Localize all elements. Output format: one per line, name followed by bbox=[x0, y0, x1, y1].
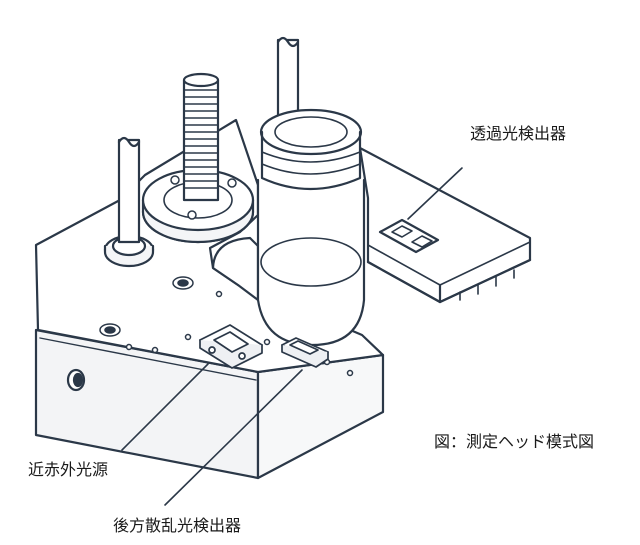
surface-holes bbox=[99, 276, 354, 377]
label-backscatter-detector: 後方散乱光検出器 bbox=[113, 516, 242, 535]
threaded-post bbox=[141, 72, 255, 244]
nir-source-housing bbox=[199, 324, 263, 369]
leader-backscatter bbox=[164, 369, 303, 506]
figure-caption: 図：測定ヘッド模式図 bbox=[434, 432, 595, 451]
label-nir-source: 近赤外光源 bbox=[28, 460, 109, 479]
left-rod bbox=[103, 136, 155, 268]
glass-vial bbox=[211, 108, 366, 347]
transmitted-detector-plate bbox=[358, 146, 532, 304]
label-transmitted-detector: 透過光検出器 bbox=[470, 124, 567, 143]
backscatter-detector-housing bbox=[281, 337, 329, 368]
leader-lines bbox=[121, 167, 463, 506]
leader-transmitted bbox=[407, 167, 463, 220]
leader-nir bbox=[121, 363, 209, 451]
